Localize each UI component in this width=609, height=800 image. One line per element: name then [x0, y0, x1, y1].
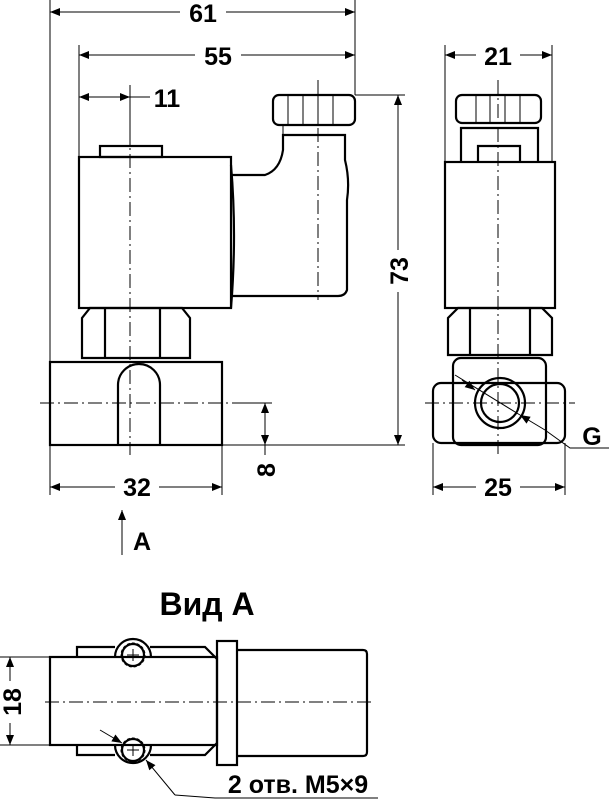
dim-18: 18 [0, 688, 27, 716]
side-view: G 21 25 [425, 42, 609, 502]
dim-8: 8 [253, 463, 281, 477]
front-view [40, 0, 405, 495]
dim-55: 55 [204, 43, 232, 71]
thread-label: G [582, 423, 601, 451]
dim-11: 11 [154, 85, 181, 113]
view-a-title: Вид А [159, 586, 254, 622]
dim-73: 73 [386, 257, 414, 285]
dim-61: 61 [189, 0, 217, 28]
view-arrow-label: A [133, 528, 151, 556]
holes-note: 2 отв. M5×9 [228, 771, 368, 799]
dim-25: 25 [484, 474, 512, 502]
view-a: Вид А 18 2 отв. M5×9 [0, 586, 378, 799]
dim-32: 32 [123, 474, 151, 502]
front-dimensions: 61 55 11 73 8 32 A [50, 0, 414, 556]
dim-21: 21 [484, 43, 512, 71]
